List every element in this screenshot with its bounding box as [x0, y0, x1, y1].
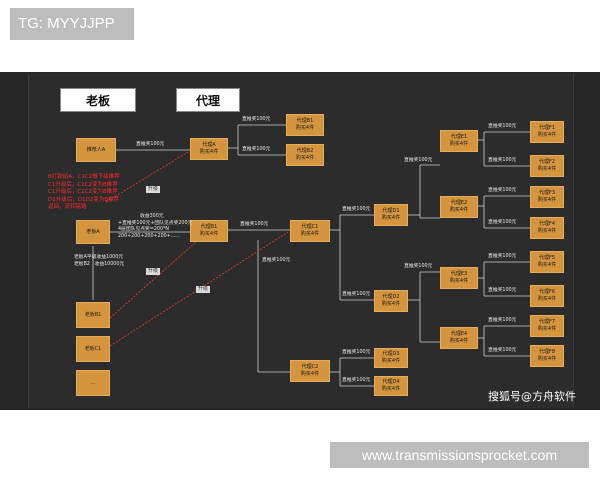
edge-label: 直推奖100元 [488, 188, 517, 193]
edge-label: 直推奖100元 [488, 318, 517, 323]
watermark: 搜狐号@方舟软件 [488, 390, 576, 403]
edge-label: 直推奖100元 [488, 254, 517, 259]
edge-label: 直推奖100元 [404, 264, 433, 269]
boss-income-text: 老板A平级收益1000元 老板B2 收益10000元 [74, 255, 125, 267]
edge-label: 直推奖100元 [488, 124, 517, 129]
node-recommender-a: 推荐人A [76, 138, 116, 162]
edge-label: 直推奖100元 [342, 292, 371, 297]
upgrade-badge: 升级 [146, 186, 161, 193]
node-boss-c1: 老板C1 [76, 336, 110, 362]
node-boss-b1: 老板B1 [76, 302, 110, 328]
edge-label: 直推奖100元 [342, 207, 371, 212]
edge-label: 直推奖100元 [242, 117, 271, 122]
edge-label: 直推奖100元 [240, 222, 269, 227]
edge-label: 直推奖100元 [262, 258, 291, 263]
edge-label: 直推奖100元 [136, 142, 165, 147]
red-note: B打款给A，C1C2做下级推荐 C1升级后，C1C2变为B推荐 C1升级后，C1… [48, 174, 120, 210]
node-boss-a: 老板A [76, 220, 110, 244]
edge-label: 直推奖100元 [404, 158, 433, 163]
node-ellipsis: ... [76, 370, 110, 396]
edge-label: 直推奖100元 [488, 220, 517, 225]
boss-header: 老板 [60, 88, 136, 112]
income-text: 收益300元 +直推奖100元+团队见点奖200元 4层团队见点奖=200*N … [118, 214, 193, 239]
edge-label: 直推奖100元 [488, 288, 517, 293]
bottom-tag: www.transmissionsprocket.com [330, 442, 589, 468]
edge-label: 直推奖100元 [242, 147, 271, 152]
top-tag: TG: MYYJJPP [10, 8, 134, 40]
edge-label: 直推奖100元 [342, 350, 371, 355]
upgrade-badge: 升级 [146, 268, 161, 275]
agent-header: 代理 [176, 88, 240, 112]
edge-label: 直推奖100元 [488, 158, 517, 163]
upgrade-badge: 升级 [196, 286, 211, 293]
edge-label: 直推奖100元 [488, 348, 517, 353]
edge-label: 直推奖100元 [342, 378, 371, 383]
